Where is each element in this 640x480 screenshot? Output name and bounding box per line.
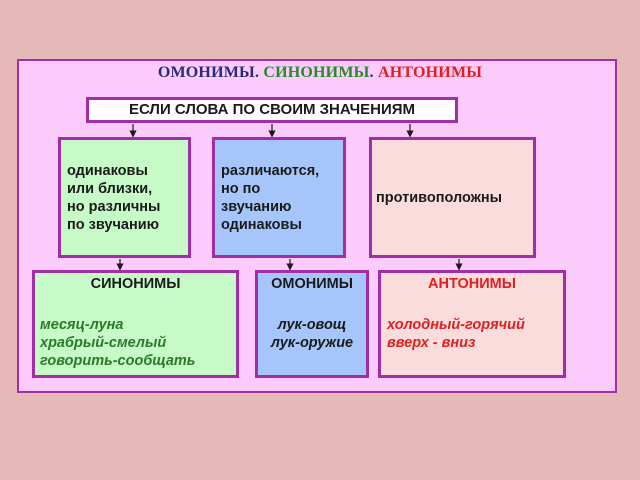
condition-line: по звучанию [67,217,160,233]
condition-line: различаются, [221,163,320,179]
example-item: вверх - вниз [387,335,476,351]
result-examples: холодный-горячий вверх - вниз [387,316,563,352]
example-item: холодный-горячий [387,317,525,333]
example-item: говорить-сообщать [40,353,196,369]
condition-line: или близки, [67,181,153,197]
result-title: ОМОНИМЫ [271,276,353,292]
example-item: лук-овощ [277,317,347,333]
title-separator-2: . [369,64,378,81]
condition-line: но различны [67,199,161,215]
result-synonyms: СИНОНИМЫ месяц-луна храбрый-смелый говор… [32,270,239,378]
result-title: АНТОНИМЫ [428,276,516,292]
diagram-title: ОМОНИМЫ. СИНОНИМЫ. АНТОНИМЫ [0,64,640,82]
example-item: месяц-луна [40,317,124,333]
header-box: ЕСЛИ СЛОВА ПО СВОИМ ЗНАЧЕНИЯМ [86,97,458,123]
condition-line: одинаковы [221,217,302,233]
condition-different-meaning: различаются, но по звучанию одинаковы [212,137,346,258]
condition-line: одинаковы [67,163,148,179]
result-antonyms: АНТОНИМЫ холодный-горячий вверх - вниз [378,270,566,378]
result-examples: месяц-луна храбрый-смелый говорить-сообщ… [40,316,236,370]
example-item: лук-оружие [270,335,354,351]
condition-line: противоположны [376,189,503,206]
condition-same-meaning: одинаковы или близки, но различны по зву… [58,137,191,258]
condition-opposite-meaning: противоположны [369,137,536,258]
title-separator-1: . [254,64,264,81]
result-examples: лук-овощ лук-оружие [258,316,366,352]
title-homonyms: ОМОНИМЫ [157,64,255,81]
example-item: храбрый-смелый [40,335,167,351]
result-homonyms: ОМОНИМЫ лук-овощ лук-оружие [255,270,369,378]
title-synonyms: СИНОНИМЫ [263,64,370,81]
condition-line: но по [221,181,261,197]
title-antonyms: АНТОНИМЫ [377,64,483,81]
condition-line: звучанию [221,199,292,215]
result-title: СИНОНИМЫ [90,276,181,292]
